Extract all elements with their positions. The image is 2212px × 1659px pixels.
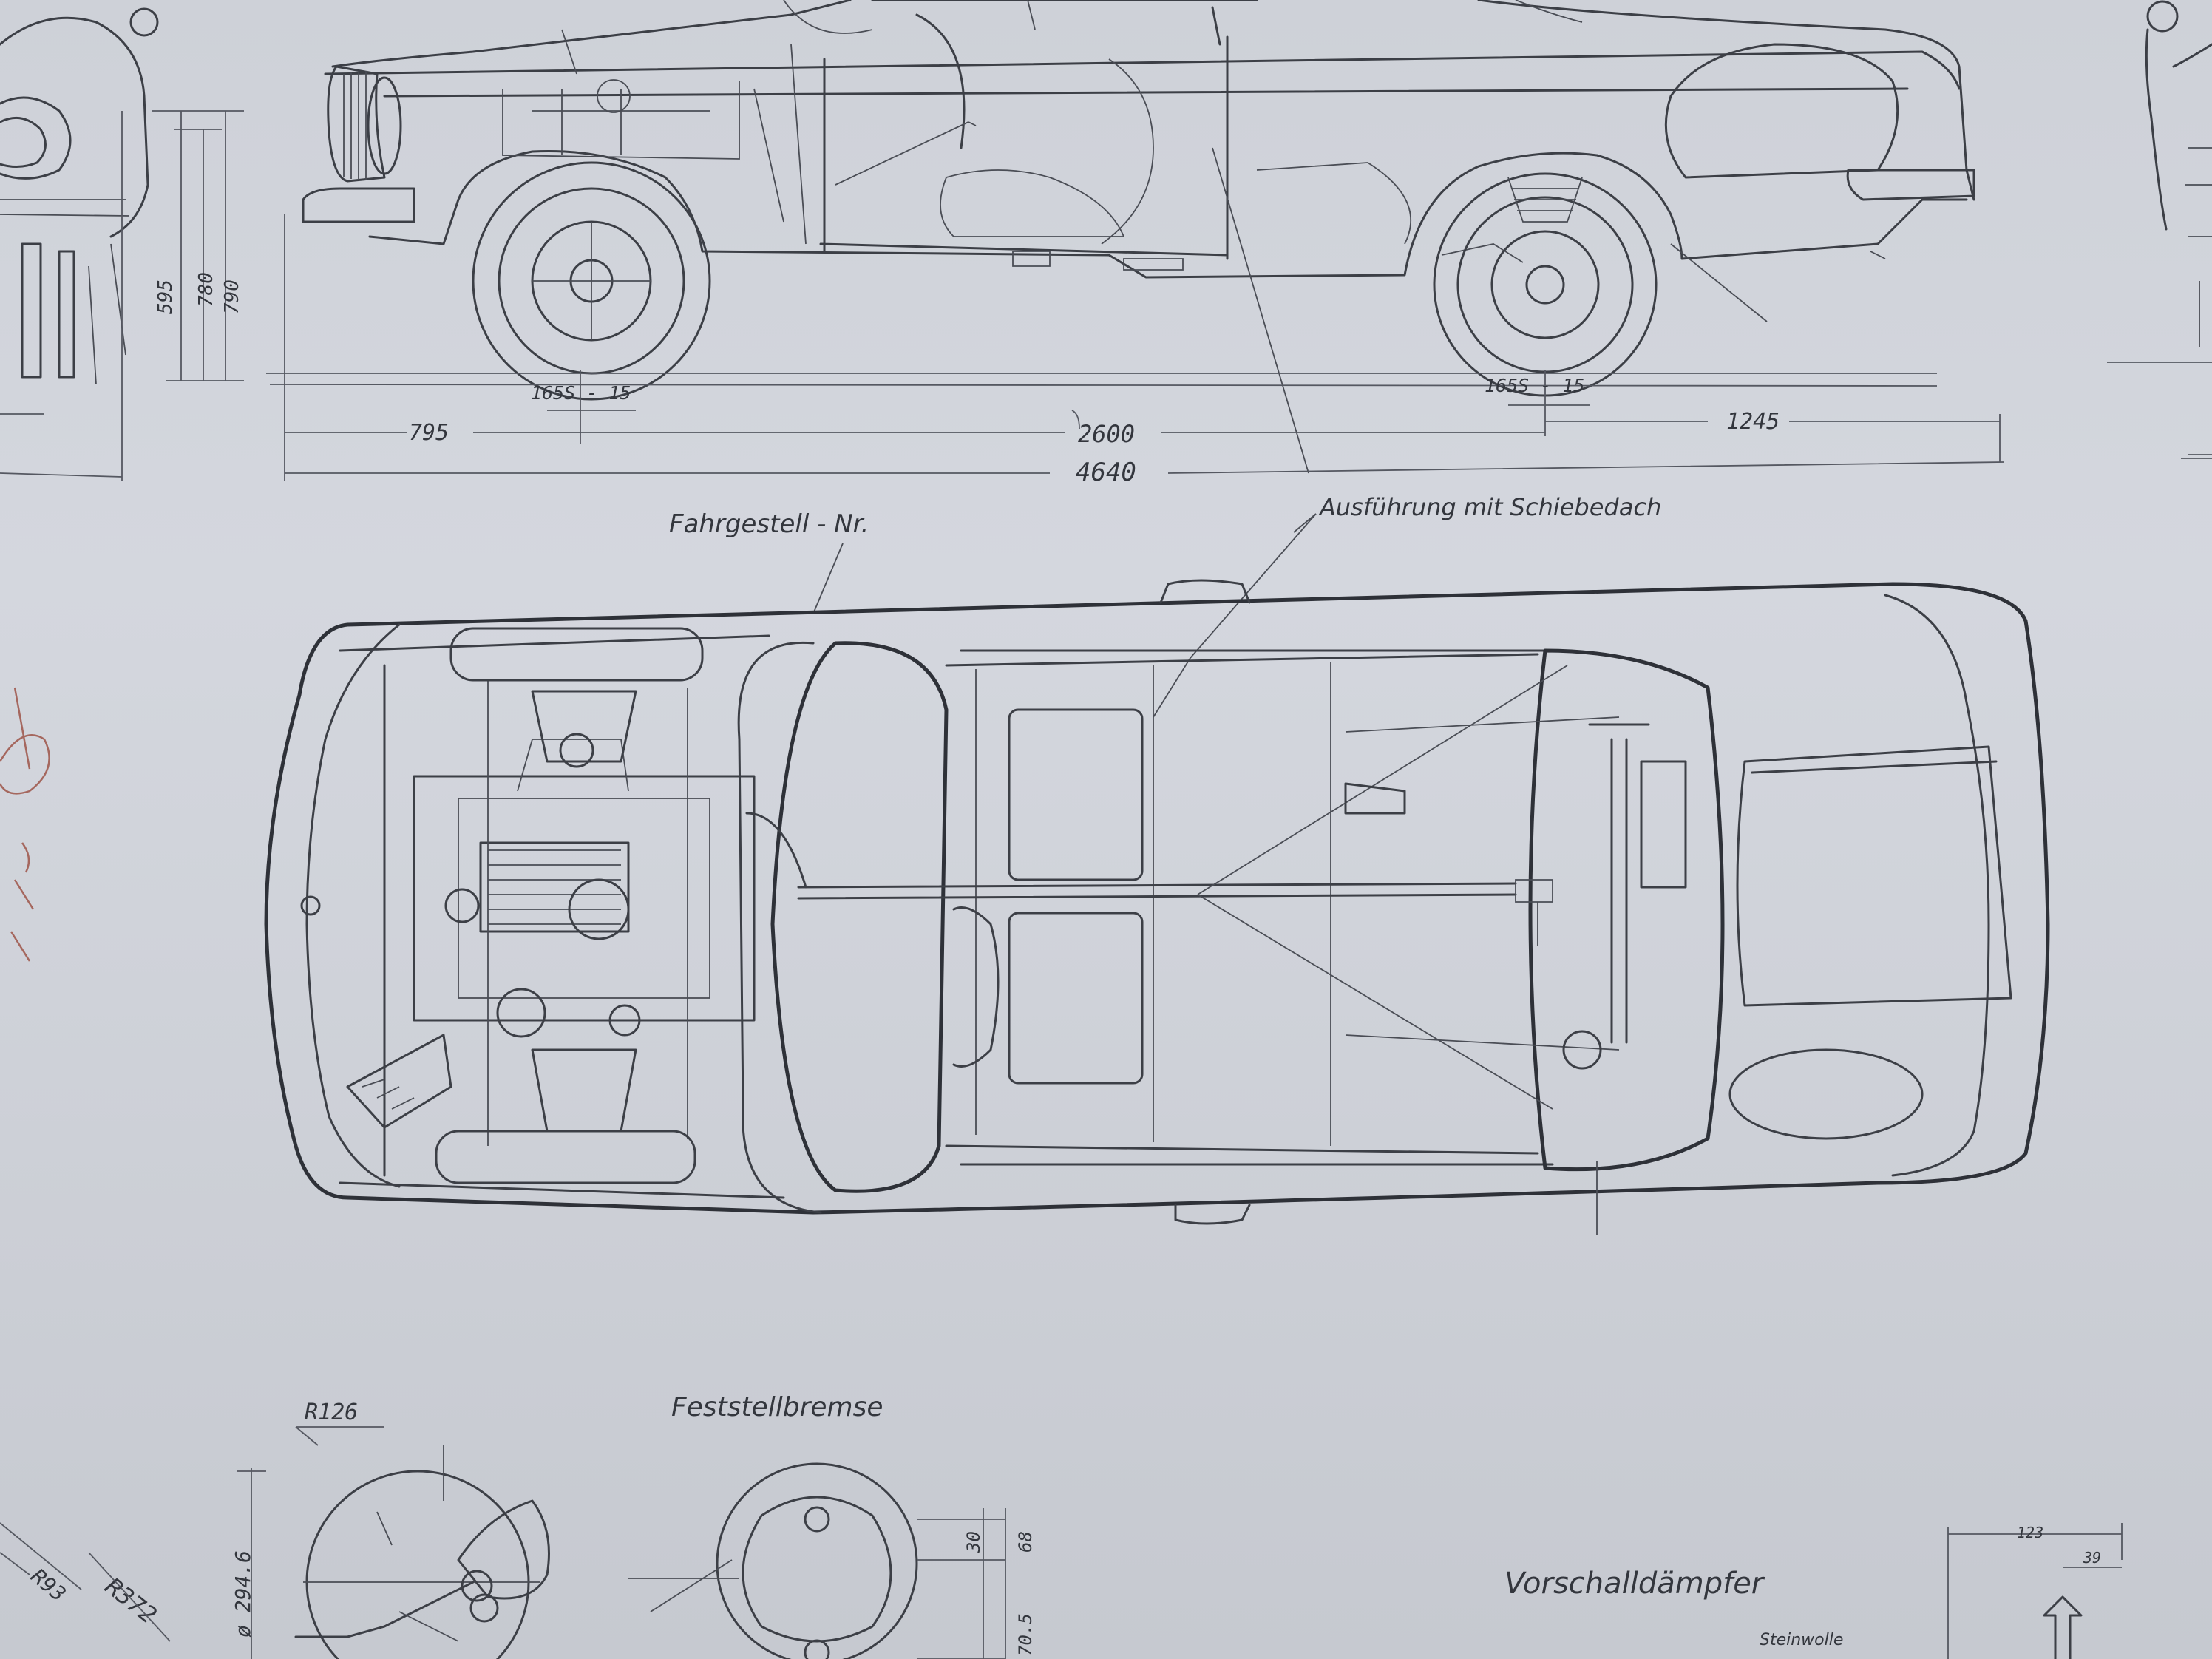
top-view xyxy=(264,579,2050,1235)
height-790-label: 790 xyxy=(221,279,243,314)
label-leaders: Fahrgestell - Nr. Ausführung mit Schiebe… xyxy=(669,493,1661,718)
feststellbremse-label: Feststellbremse xyxy=(671,1392,883,1422)
front-overhang-label: 795 xyxy=(409,420,449,446)
radius-r372-label: R372 xyxy=(100,1572,162,1629)
radius-r126-label: R126 xyxy=(305,1400,358,1425)
tyre-rear-label: 165S - 15 xyxy=(1485,375,1584,396)
brake-68-label: 68 xyxy=(1015,1531,1036,1553)
fahrgestell-label: Fahrgestell - Nr. xyxy=(669,509,869,539)
brake-705-label: 70.5 xyxy=(1015,1613,1036,1656)
side-view-dimensions: 165S - 15 165S - 15 795 2600 1245 4640 xyxy=(266,214,2212,487)
side-view xyxy=(302,0,1975,474)
tyre-front-label: 165S - 15 xyxy=(531,382,631,404)
front-view-right xyxy=(2145,0,2212,455)
rear-overhang-label: 1245 xyxy=(1726,409,1780,435)
vorschalldaempfer-label: Vorschalldämpfer xyxy=(1504,1567,1765,1601)
red-handwriting xyxy=(0,687,50,962)
height-dimensions: 595 780 790 xyxy=(152,110,244,381)
height-780-label: 780 xyxy=(195,272,217,307)
steinwolle-label: Steinwolle xyxy=(1760,1631,1843,1649)
drum-diameter-label: ø 294.6 xyxy=(231,1550,255,1638)
height-595-label: 595 xyxy=(155,279,177,314)
front-view-left xyxy=(0,7,159,481)
muffler-123-label: 123 xyxy=(2017,1524,2043,1541)
muffler-39-label: 39 xyxy=(2083,1549,2101,1567)
schiebedach-label: Ausführung mit Schiebedach xyxy=(1318,493,1661,521)
wheelbase-label: 2600 xyxy=(1078,420,1135,448)
radius-r93-label: R93 xyxy=(27,1564,71,1607)
muffler-detail: Vorschalldämpfer Steinwolle 123 39 xyxy=(1504,1523,2123,1659)
overall-length-label: 4640 xyxy=(1076,458,1136,487)
parking-brake-detail: R126 ø 294.6 R93 R372 Feststellbremse 30… xyxy=(0,1392,1036,1659)
brake-30-label: 30 xyxy=(963,1531,984,1553)
